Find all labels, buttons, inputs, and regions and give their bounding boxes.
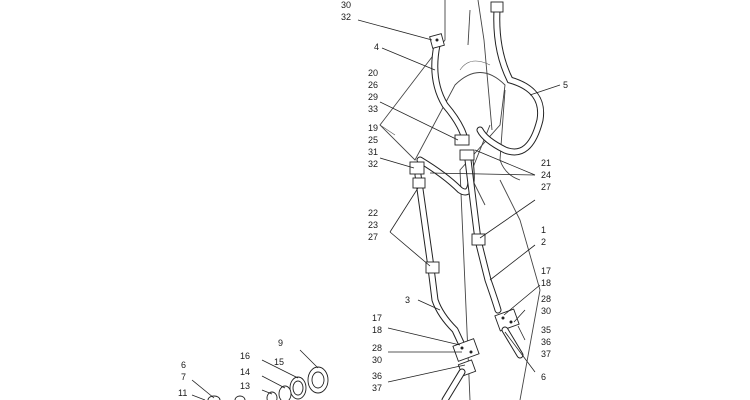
block-right-lower [494, 308, 520, 332]
hose-lower-left [441, 368, 466, 400]
callout-9: 9 [278, 338, 283, 348]
callout-37b: 37 [372, 383, 382, 393]
seal-rings [207, 366, 329, 400]
callout-36b: 36 [372, 371, 382, 381]
tube-1-2 [464, 156, 502, 314]
fitting-top-left [429, 33, 445, 49]
callout-22: 22 [368, 208, 378, 218]
tube-3 [414, 171, 466, 349]
callout-27b: 27 [368, 232, 378, 242]
callout-19: 19 [368, 123, 378, 133]
callout-6b: 6 [181, 360, 186, 370]
fitting-top-right [490, 1, 504, 13]
callout-20: 20 [368, 68, 378, 78]
callout-32b: 32 [368, 159, 378, 169]
callout-32a: 32 [341, 12, 351, 22]
callout-35: 35 [541, 325, 551, 335]
callout-30b: 30 [541, 306, 551, 316]
callout-4: 4 [374, 42, 379, 52]
hose-5 [476, 6, 545, 156]
leader-lines [191, 19, 561, 400]
callout-13: 13 [240, 381, 250, 391]
callout-15: 15 [274, 357, 284, 367]
callout-18b: 18 [372, 325, 382, 335]
clamp-mid-left [425, 261, 440, 274]
callout-33: 33 [368, 104, 378, 114]
callout-16: 16 [240, 351, 250, 361]
callout-27a: 27 [541, 182, 551, 192]
callout-14: 14 [240, 367, 250, 377]
callout-36a: 36 [541, 337, 551, 347]
hose-cross [416, 156, 475, 196]
clamp-mid-right [471, 233, 486, 246]
clamp-upper [454, 134, 475, 161]
callout-3: 3 [405, 295, 410, 305]
callout-17b: 17 [372, 313, 382, 323]
callout-17a: 17 [541, 266, 551, 276]
callout-25: 25 [368, 135, 378, 145]
callout-2: 2 [541, 237, 546, 247]
callout-18a: 18 [541, 278, 551, 288]
callout-31: 31 [368, 147, 378, 157]
callout-24: 24 [541, 170, 551, 180]
callout-11: 11 [178, 388, 187, 398]
callout-26: 26 [368, 80, 378, 90]
callout-21: 21 [541, 158, 551, 168]
hose-4 [431, 41, 469, 144]
callout-6a: 6 [541, 372, 546, 382]
callout-37a: 37 [541, 349, 551, 359]
callout-30c: 30 [372, 355, 382, 365]
callout-1: 1 [541, 225, 546, 235]
callout-7: 7 [181, 372, 186, 382]
callout-29: 29 [368, 92, 378, 102]
clamp-left-upper [409, 161, 426, 189]
callout-23: 23 [368, 220, 378, 230]
callout-5: 5 [563, 80, 568, 90]
callout-labels: 30 32 4 5 20 26 29 33 19 25 31 32 21 24 … [178, 0, 568, 398]
callout-30a: 30 [341, 0, 351, 10]
callout-28a: 28 [541, 294, 551, 304]
callout-28b: 28 [372, 343, 382, 353]
